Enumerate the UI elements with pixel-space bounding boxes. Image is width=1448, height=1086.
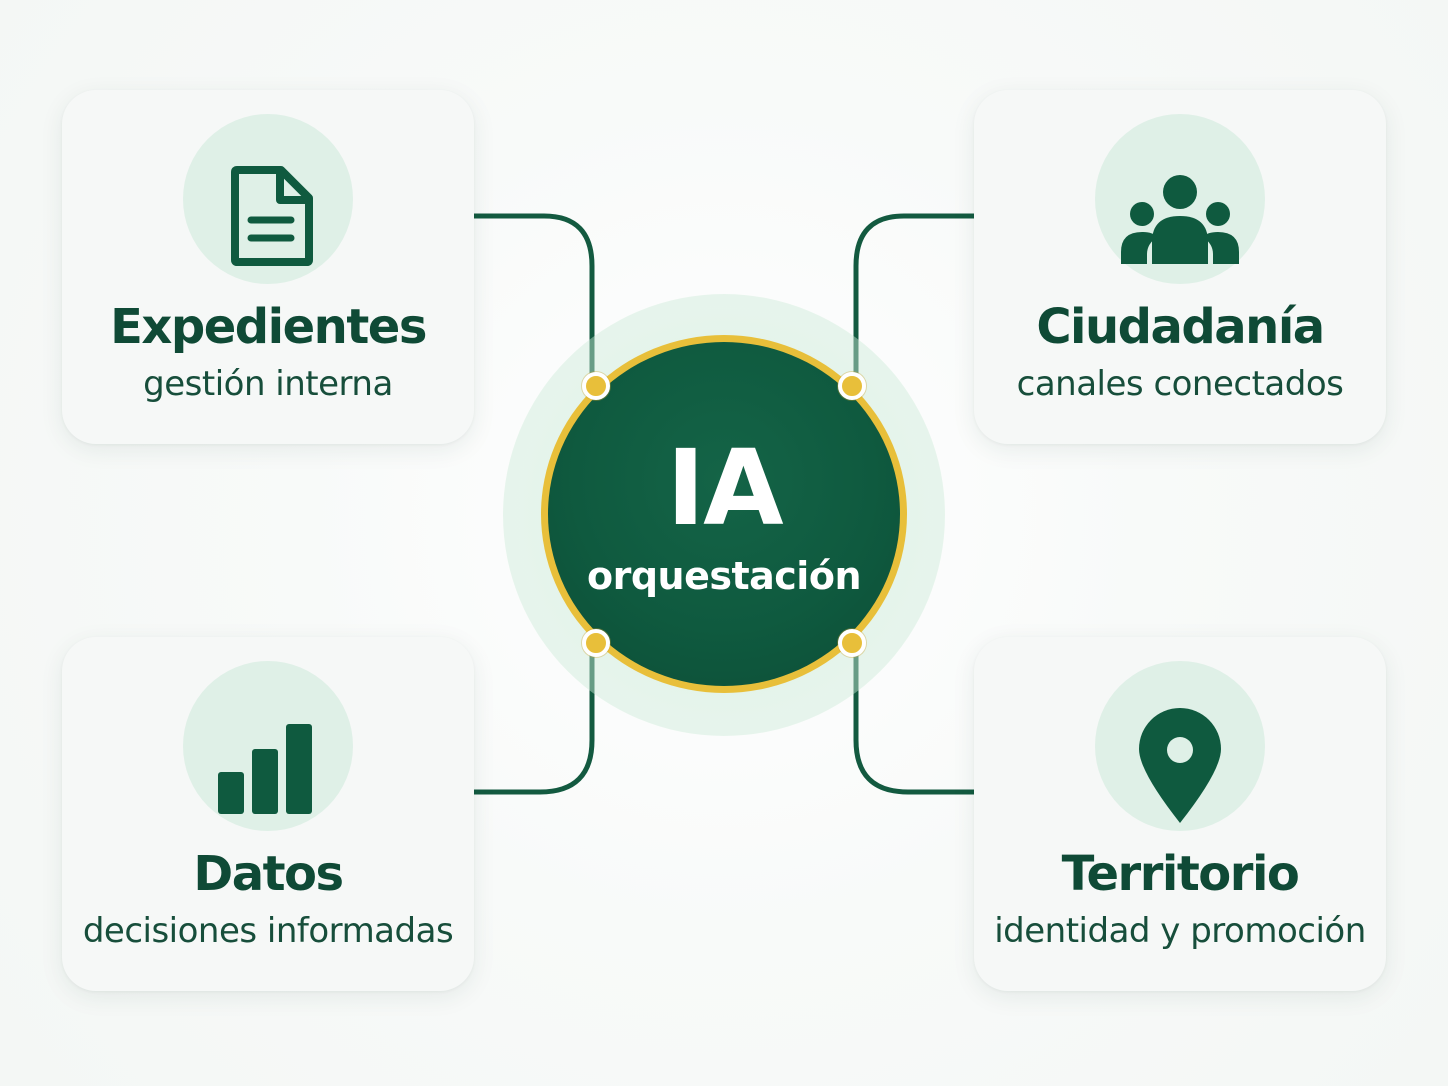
hub-node: IA orquestación bbox=[548, 342, 900, 686]
card-expedientes: Expedientes gestión interna bbox=[62, 90, 474, 444]
map-pin-icon bbox=[1139, 708, 1221, 823]
card-subtitle: identidad y promoción bbox=[994, 911, 1366, 951]
hub-title: IA bbox=[666, 427, 783, 549]
card-subtitle: gestión interna bbox=[143, 364, 393, 404]
connector-dot-top-right bbox=[838, 372, 866, 400]
card-ciudadania: Ciudadanía canales conectados bbox=[974, 90, 1386, 444]
icon-badge bbox=[183, 661, 353, 831]
connector-dot-bottom-right bbox=[838, 629, 866, 657]
card-subtitle: decisiones informadas bbox=[82, 911, 454, 951]
card-title: Expedientes bbox=[110, 299, 427, 355]
connector-dot-top-left bbox=[582, 372, 610, 400]
card-title: Datos bbox=[193, 846, 344, 902]
card-title: Territorio bbox=[1061, 846, 1300, 902]
people-group-icon bbox=[1121, 175, 1239, 264]
icon-badge bbox=[1095, 114, 1265, 284]
connector-bottom-left bbox=[471, 640, 595, 795]
bar-chart-icon bbox=[218, 724, 312, 814]
connector-dot-bottom-left bbox=[582, 629, 610, 657]
connector-top-right bbox=[853, 213, 977, 388]
hub-subtitle: orquestación bbox=[586, 554, 862, 598]
icon-badge bbox=[1095, 661, 1265, 831]
card-title: Ciudadanía bbox=[1036, 299, 1325, 355]
document-icon bbox=[231, 166, 313, 266]
card-datos: Datos decisiones informadas bbox=[62, 637, 474, 991]
card-territorio: Territorio identidad y promoción bbox=[974, 637, 1386, 991]
card-subtitle: canales conectados bbox=[1016, 364, 1344, 404]
icon-badge bbox=[183, 114, 353, 284]
connector-bottom-right bbox=[853, 640, 977, 795]
connector-top-left bbox=[471, 213, 595, 388]
